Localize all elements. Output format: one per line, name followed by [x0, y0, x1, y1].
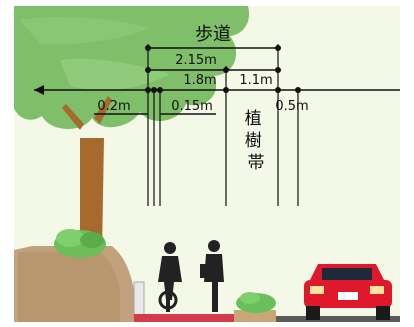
curb-block: [133, 281, 145, 317]
planting-strip-label: 植 樹 帯: [245, 109, 267, 173]
dimension-lines: [34, 44, 400, 206]
tree-trunk: [80, 138, 104, 252]
sidewalk-surface: [134, 314, 244, 322]
tree: [14, 6, 250, 252]
road-surface: [276, 316, 400, 322]
arrowhead-left: [34, 85, 44, 95]
right-offset-label: 0.5m: [275, 99, 308, 114]
sidewalk-title: 歩道: [195, 24, 231, 45]
left-offset-label: 0.2m: [97, 99, 130, 114]
planting-width-label: 1.1m: [239, 73, 272, 88]
shrub-left: [54, 229, 106, 258]
tree-branch-left: [62, 104, 84, 130]
shrub-planting: [236, 292, 276, 313]
walk-width-label: 1.8m: [183, 73, 216, 88]
pedestrian-silhouette: [200, 240, 224, 312]
embankment: [14, 246, 134, 322]
cyclist-silhouette: [158, 242, 182, 312]
total-width-label: 2.15m: [175, 53, 217, 68]
tree-foliage-highlight: [20, 17, 150, 45]
planting-strip: [234, 310, 276, 322]
tree-branch: [94, 96, 112, 124]
car: [304, 264, 392, 320]
tree-foliage-highlight-2: [60, 58, 170, 90]
embankment-shade: [18, 252, 120, 322]
curb-offset-label: 0.15m: [171, 99, 213, 114]
